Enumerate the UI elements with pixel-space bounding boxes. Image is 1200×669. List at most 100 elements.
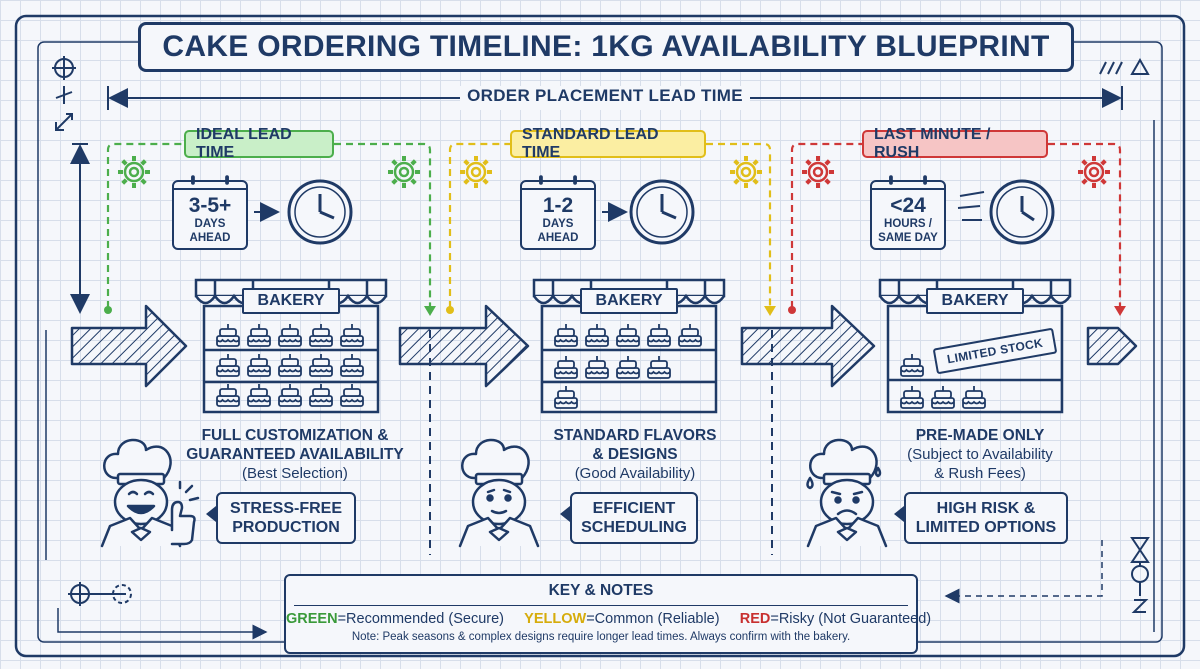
calendar-icon: <24 HOURS / SAME DAY (870, 175, 946, 250)
cake-icon (278, 384, 302, 407)
stage-tag-rush: LAST MINUTE / RUSH (862, 126, 1048, 161)
flow-arrow (740, 304, 876, 388)
stage-description-rush: PRE-MADE ONLY (Subject to Availability &… (870, 426, 1090, 483)
valve-symbol-icon (1130, 537, 1150, 613)
clock-icon (287, 179, 353, 245)
clock-icon (989, 179, 1055, 245)
neutral-chef-icon (458, 438, 540, 548)
key-note: Note: Peak seasons & complex designs req… (351, 631, 851, 643)
calendar-unit: DAYS (194, 218, 226, 230)
cake-icon (247, 384, 271, 407)
calendar-unit: DAYS (542, 218, 574, 230)
cake-icon (554, 324, 578, 347)
desc-line: FULL CUSTOMIZATION & (201, 427, 389, 444)
gear-icon (460, 156, 492, 188)
cake-icon (647, 324, 671, 347)
cake-icon (247, 354, 271, 377)
desc-line: (Subject to Availability (907, 446, 1053, 463)
flow-arrow (398, 304, 530, 388)
gear-icon (730, 156, 762, 188)
gear-icon (118, 156, 150, 188)
cake-icon (340, 384, 364, 407)
cake-icon (554, 356, 578, 379)
speech-bubble-standard: EFFICIENT SCHEDULING (570, 492, 698, 544)
cake-icon (931, 386, 955, 409)
cake-icon (616, 356, 640, 379)
cake-icon (340, 324, 364, 347)
crosshair-bottom-icon (68, 582, 132, 606)
cake-icon (216, 354, 240, 377)
desc-line: & Rush Fees) (934, 465, 1026, 482)
desc-line: GUARANTEED AVAILABILITY (186, 446, 404, 463)
calendar-icon: 1-2 DAYS AHEAD (520, 175, 596, 250)
calendar-unit-2: SAME DAY (878, 232, 938, 244)
happy-chef-thumbs-up-icon (100, 438, 200, 548)
cake-icon (278, 324, 302, 347)
cake-icon (278, 354, 302, 377)
cake-icon (309, 354, 333, 377)
legend-red-text: =Risky (Not Guaranteed) (770, 611, 932, 627)
gear-icon (1078, 156, 1110, 188)
bubble-line: STRESS-FREE (229, 500, 342, 517)
bubble-line: LIMITED OPTIONS (915, 519, 1057, 536)
bubble-line: HIGH RISK & (936, 500, 1036, 517)
gear-icon (802, 156, 834, 188)
slash-triangle-icon (1099, 57, 1150, 75)
calendar-unit-2: AHEAD (537, 232, 579, 244)
desc-line: (Best Selection) (242, 465, 348, 482)
cake-icon (554, 386, 578, 409)
bubble-tail (894, 506, 904, 522)
dimension-tick-icon (55, 86, 73, 131)
crosshair-icon (52, 56, 76, 80)
bubble-line: SCHEDULING (581, 519, 687, 536)
cake-icon (647, 356, 671, 379)
lead-time-label: ORDER PLACEMENT LEAD TIME (460, 86, 750, 110)
stage-description-standard: STANDARD FLAVORS & DESIGNS (Good Availab… (520, 426, 750, 483)
desc-line: STANDARD FLAVORS (553, 427, 717, 444)
calendar-unit: HOURS / (884, 218, 932, 230)
bubble-tail (560, 506, 570, 522)
key-and-notes-panel: KEY & NOTES GREEN=Recommended (Secure) Y… (284, 574, 931, 654)
calendar-unit-2: AHEAD (189, 232, 231, 244)
legend-line: GREEN=Recommended (Secure) YELLOW=Common… (286, 611, 931, 627)
legend-green-text: =Recommended (Secure) (337, 611, 505, 627)
gear-icon (388, 156, 420, 188)
legend-yellow-label: YELLOW (524, 611, 587, 627)
calendar-icon: 3-5+ DAYS AHEAD (172, 175, 248, 250)
legend-red-label: RED (739, 611, 771, 627)
cake-icon (585, 324, 609, 347)
legend-green-label: GREEN (286, 611, 338, 627)
bakery-sign: BAKERY (580, 288, 678, 314)
calendar-value: 1-2 (542, 194, 574, 217)
worried-chef-icon (806, 438, 888, 548)
cake-icon (309, 384, 333, 407)
cake-icon (616, 324, 640, 347)
stage-description-ideal: FULL CUSTOMIZATION & GUARANTEED AVAILABI… (170, 426, 420, 483)
cake-icon (900, 386, 924, 409)
calendar-value: 3-5+ (188, 194, 232, 217)
desc-line: PRE-MADE ONLY (915, 427, 1045, 444)
bakery-sign: BAKERY (926, 288, 1024, 314)
speech-bubble-rush: HIGH RISK & LIMITED OPTIONS (904, 492, 1068, 544)
cake-icon (309, 324, 333, 347)
cake-icon (585, 356, 609, 379)
flow-arrow (1086, 326, 1138, 366)
bubble-line: EFFICIENT (592, 500, 676, 517)
cake-icon (678, 324, 702, 347)
bakery-sign: BAKERY (242, 288, 340, 314)
cake-display (216, 324, 986, 409)
key-title: KEY & NOTES (548, 582, 654, 599)
cake-icon (962, 386, 986, 409)
desc-line: (Good Availability) (574, 465, 696, 482)
bubble-tail (206, 506, 216, 522)
stage-tag-standard: STANDARD LEAD TIME (510, 126, 706, 161)
page-title: CAKE ORDERING TIMELINE: 1KG AVAILABILITY… (138, 22, 1074, 72)
clock-icon (629, 179, 695, 245)
stage-tag-ideal: IDEAL LEAD TIME (184, 126, 334, 161)
calendar-value: <24 (890, 194, 926, 217)
flow-arrow (70, 304, 188, 388)
cake-icon (216, 324, 240, 347)
outer-frame (14, 14, 1186, 658)
